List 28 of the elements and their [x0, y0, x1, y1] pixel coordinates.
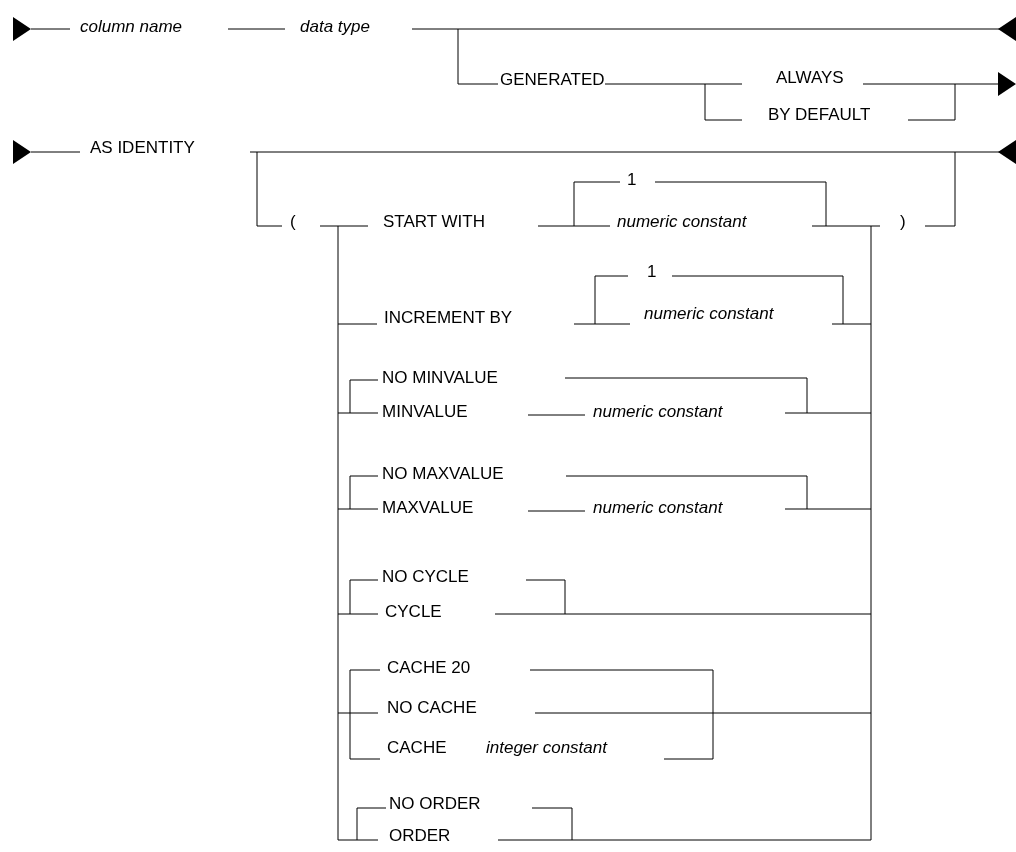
keyword: (	[290, 213, 296, 231]
keyword: START WITH	[383, 213, 485, 231]
keyword: NO ORDER	[389, 795, 481, 813]
keyword: INCREMENT BY	[384, 309, 513, 327]
keyword: CACHE 20	[387, 659, 471, 677]
keyword: MAXVALUE	[382, 499, 474, 517]
keyword: MINVALUE	[382, 403, 468, 421]
keyword: ORDER	[389, 827, 451, 845]
keyword: BY DEFAULT	[768, 106, 871, 124]
keyword: )	[900, 213, 906, 231]
keyword: NO CYCLE	[382, 568, 469, 586]
placeholder-term: numeric constant	[644, 305, 774, 323]
placeholder-term: data type	[300, 18, 370, 36]
keyword: NO MAXVALUE	[382, 465, 504, 483]
keyword: GENERATED	[500, 71, 605, 89]
placeholder-term: column name	[80, 18, 183, 36]
placeholder-term: numeric constant	[593, 403, 723, 421]
keyword: ALWAYS	[776, 69, 844, 87]
keyword: CYCLE	[385, 603, 442, 621]
placeholder-term: numeric constant	[617, 213, 747, 231]
keyword: AS IDENTITY	[90, 139, 195, 157]
keyword: NO CACHE	[387, 699, 477, 717]
placeholder-term: numeric constant	[593, 499, 723, 517]
keyword: CACHE	[387, 739, 447, 757]
keyword: NO MINVALUE	[382, 369, 498, 387]
keyword: 1	[627, 171, 637, 189]
placeholder-term: integer constant	[486, 739, 607, 757]
keyword: 1	[647, 263, 657, 281]
